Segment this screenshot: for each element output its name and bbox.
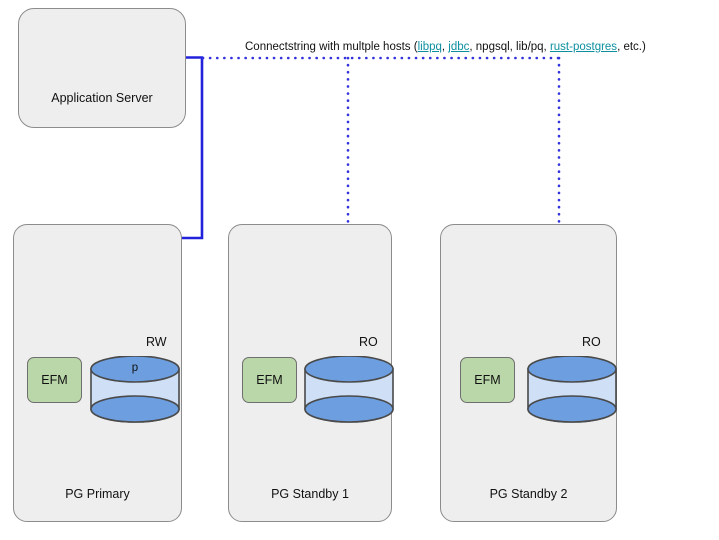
mode-tag-ro-standby-1: RO xyxy=(359,335,378,349)
node-pg-primary[interactable]: EFM RW p PG Primary xyxy=(13,224,182,522)
cylinder-bottom-standby-1 xyxy=(304,395,394,423)
database-cylinder-standby-1[interactable] xyxy=(303,355,395,426)
efm-chip-standby-1[interactable]: EFM xyxy=(242,357,297,403)
connstr-sep-1: , xyxy=(441,41,449,53)
connstr-suffix: , etc.) xyxy=(617,41,646,53)
application-server-label: Application Server xyxy=(51,91,153,105)
pg-standby-1-label: PG Standby 1 xyxy=(271,487,349,501)
cylinder-bottom-primary xyxy=(90,395,180,423)
connstr-middle: , npgsql, lib/pq, xyxy=(469,41,550,53)
node-pg-standby-2[interactable]: EFM RO PG Standby 2 xyxy=(440,224,617,522)
mode-tag-rw: RW xyxy=(146,335,167,349)
database-cylinder-primary[interactable]: p xyxy=(89,355,181,426)
cylinder-bottom-standby-2 xyxy=(527,395,617,423)
cylinder-top-standby-1 xyxy=(304,355,394,383)
link-rust-postgres[interactable]: rust-postgres xyxy=(549,41,618,53)
mode-tag-ro-standby-2: RO xyxy=(582,335,601,349)
database-cylinder-standby-2[interactable] xyxy=(526,355,618,426)
link-jdbc[interactable]: jdbc xyxy=(448,41,470,53)
efm-chip-standby-2[interactable]: EFM xyxy=(460,357,515,403)
pg-standby-2-label: PG Standby 2 xyxy=(489,487,568,501)
node-application-server[interactable]: Application Server xyxy=(18,8,186,128)
efm-chip-primary[interactable]: EFM xyxy=(27,357,82,403)
cylinder-top-primary xyxy=(90,355,180,383)
node-pg-standby-1[interactable]: EFM RO PG Standby 1 xyxy=(228,224,395,522)
connection-string-caption: Connectstring with multple hosts (libpq,… xyxy=(245,41,646,53)
connstr-prefix: Connectstring with multple hosts ( xyxy=(245,41,418,53)
link-libpq[interactable]: libpq xyxy=(417,41,442,53)
pg-primary-label: PG Primary xyxy=(65,487,130,501)
cylinder-top-standby-2 xyxy=(527,355,617,383)
